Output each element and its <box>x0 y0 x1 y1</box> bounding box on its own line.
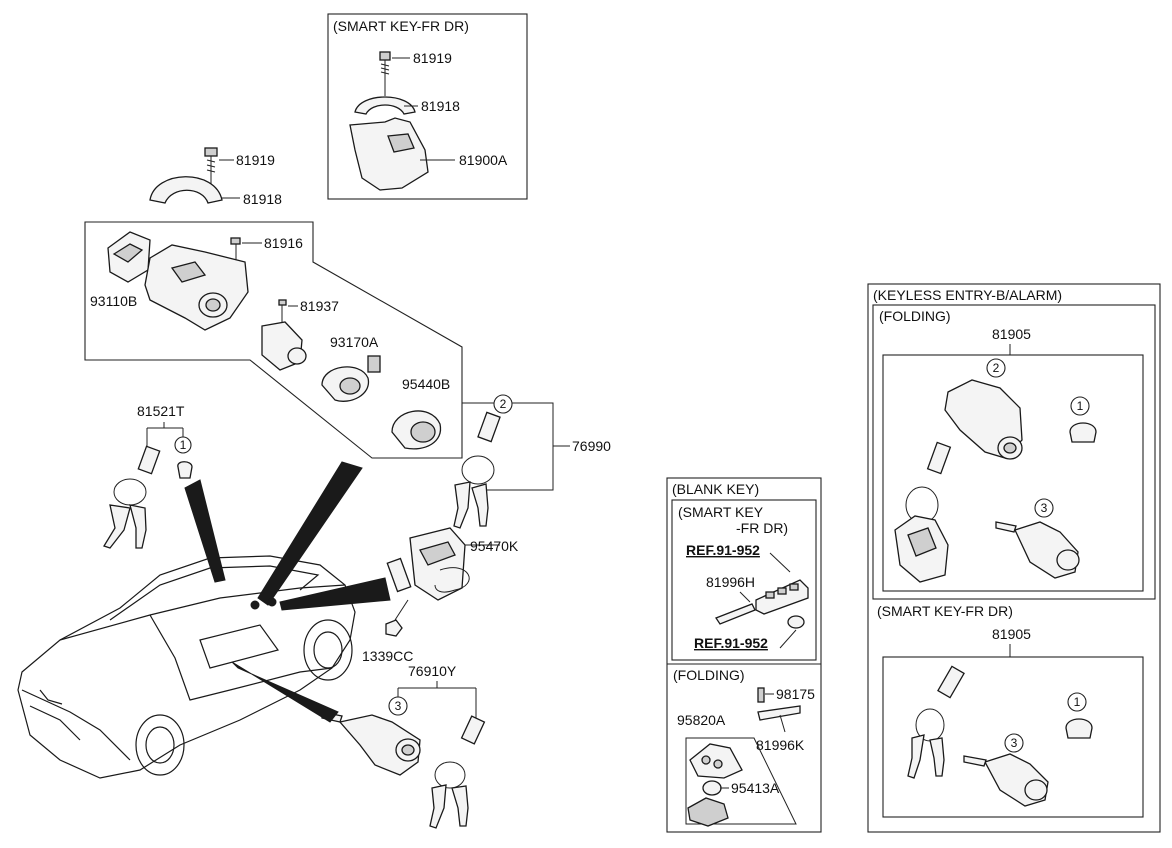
pointer-wedge <box>231 661 339 723</box>
part-label-98175: 98175 <box>776 686 815 702</box>
part-label-76990: 76990 <box>572 438 611 454</box>
ref-link-1[interactable]: REF.91-952 <box>686 542 760 558</box>
key-blade-icon <box>757 705 801 721</box>
cap-icon <box>1065 718 1093 739</box>
clamp-icon <box>354 96 416 115</box>
pointer-wedge <box>279 577 391 611</box>
part-label-81905-folding: 81905 <box>992 326 1031 342</box>
part-label-81900a: 81900A <box>459 152 508 168</box>
smart-key-fob-icon <box>755 579 809 615</box>
pointer-wedge <box>257 461 363 606</box>
key-icon <box>451 785 469 827</box>
marker-2: 2 <box>500 397 507 411</box>
emergency-key-blade-icon <box>715 603 756 625</box>
part-label-76910y: 76910Y <box>408 663 457 679</box>
key-icon <box>907 734 925 779</box>
keyless-smart-marker-1: 1 <box>1074 695 1081 709</box>
key-icon <box>129 504 147 549</box>
keyless-smart-title: (SMART KEY-FR DR) <box>877 603 1013 619</box>
ignition-assembly: 81919 81918 81916 93110B 81937 <box>84 147 463 459</box>
nut-icon <box>385 619 403 637</box>
part-label-95820a: 95820A <box>677 712 726 728</box>
part-label-1339cc: 1339CC <box>362 648 413 664</box>
part-label-81996k: 81996K <box>756 737 805 753</box>
key-icon <box>453 481 471 529</box>
part-label-95470k: 95470K <box>470 538 519 554</box>
part-label-81521t: 81521T <box>137 403 185 419</box>
keyless-marker-2: 2 <box>993 361 1000 375</box>
battery-icon <box>787 615 805 629</box>
part-label-93110b: 93110B <box>90 293 137 309</box>
keyless-smart-marker-3: 3 <box>1011 736 1018 750</box>
screw-icon <box>278 299 287 325</box>
part-label-95413a: 95413A <box>731 780 780 796</box>
key-icon <box>471 483 489 527</box>
keyless-entry-panel: (KEYLESS ENTRY-B/ALARM) (FOLDING) 81905 … <box>867 283 1161 833</box>
blank-key-panel: (BLANK KEY) (SMART KEY -FR DR) REF.91-95… <box>666 477 822 833</box>
smart-key-subtitle-1: (SMART KEY <box>678 504 764 520</box>
smart-key-panel-title: (SMART KEY-FR DR) <box>333 18 469 34</box>
screw-icon <box>379 51 391 96</box>
door-lock-set: 76910Y 3 <box>321 663 486 829</box>
part-label-81905-smart: 81905 <box>992 626 1031 642</box>
key-icon <box>103 504 131 549</box>
door-lock-cylinder-icon <box>338 714 421 776</box>
key-icon <box>429 784 447 829</box>
connector-icon <box>367 355 381 373</box>
part-label-81919-sk: 81919 <box>413 50 452 66</box>
part-label-81918-sk: 81918 <box>421 98 460 114</box>
keyless-title: (KEYLESS ENTRY-B/ALARM) <box>873 287 1062 303</box>
smart-key-fr-dr-panel: (SMART KEY-FR DR) 81919 81918 81900A <box>327 13 528 200</box>
folding-title: (FOLDING) <box>673 667 745 683</box>
marker-1: 1 <box>180 438 187 452</box>
car-illustration <box>17 461 391 779</box>
clamp-icon <box>149 176 223 204</box>
pointer-wedge <box>184 479 226 583</box>
ref-link-2[interactable]: REF.91-952 <box>694 635 768 651</box>
keyless-folding-title: (FOLDING) <box>879 308 951 324</box>
key-icon <box>929 737 945 777</box>
key-set-76990: 2 76990 <box>453 394 611 529</box>
key-set-81521t: 81521T 1 <box>103 403 193 549</box>
cap-icon <box>1069 422 1097 443</box>
part-label-81919: 81919 <box>236 152 275 168</box>
battery-icon <box>702 780 722 796</box>
pin-icon <box>757 687 765 703</box>
part-label-81996h: 81996H <box>706 574 755 590</box>
smart-key-subtitle-2: -FR DR) <box>736 520 788 536</box>
steering-lock-housing-icon <box>349 117 429 191</box>
ecu-module: 95470K 1339CC <box>362 527 519 664</box>
lock-body-icon <box>144 244 249 331</box>
part-label-81916: 81916 <box>264 235 303 251</box>
keyless-marker-1: 1 <box>1077 399 1084 413</box>
part-label-93170a: 93170A <box>330 334 379 350</box>
keyless-marker-3: 3 <box>1041 501 1048 515</box>
fob-case-icon <box>687 797 729 827</box>
part-label-81918: 81918 <box>243 191 282 207</box>
marker-3: 3 <box>395 699 402 713</box>
part-label-81937: 81937 <box>300 298 339 314</box>
part-label-95440b: 95440B <box>402 376 450 392</box>
blank-key-title: (BLANK KEY) <box>672 481 759 497</box>
